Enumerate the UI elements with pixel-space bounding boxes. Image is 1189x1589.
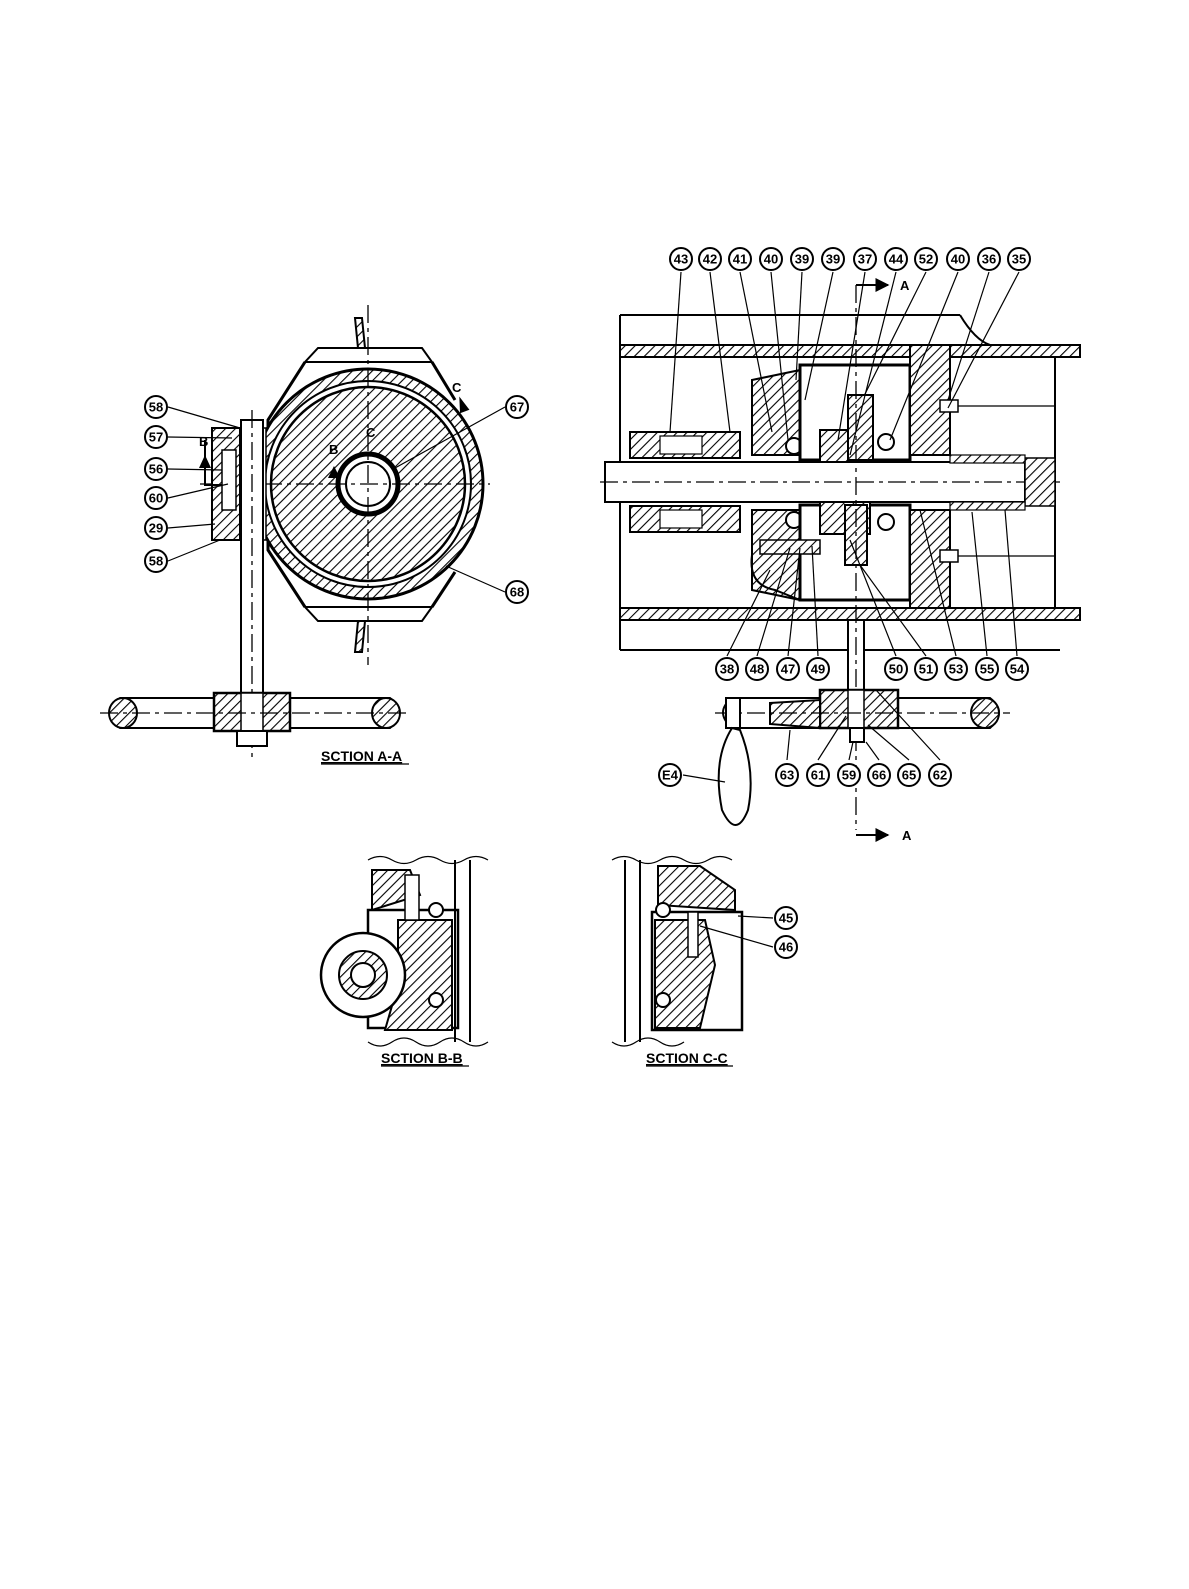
callout-62: 62 [929,764,951,786]
callout-53: 53 [945,658,967,680]
section-c-c-title: SCTION C-C [646,1050,728,1066]
callout-67: 67 [506,396,528,418]
svg-text:62: 62 [933,768,947,783]
marker-b-left: B [199,434,208,449]
callout-60: 60 [145,487,167,509]
svg-text:57: 57 [149,430,163,445]
callout-48: 48 [746,658,768,680]
callout-37: 37 [854,248,876,270]
callout-63: 63 [776,764,798,786]
svg-text:60: 60 [149,491,163,506]
callout-44: 44 [885,248,907,270]
svg-text:40: 40 [764,252,778,267]
svg-text:59: 59 [842,768,856,783]
section-b-b-view: SCTION B-B [321,857,488,1067]
callout-68: 68 [506,581,528,603]
svg-text:38: 38 [720,662,734,677]
svg-text:37: 37 [858,252,872,267]
svg-text:65: 65 [902,768,916,783]
marker-c-top: C [452,380,462,395]
callout-39-right: 39 [822,248,844,270]
svg-text:29: 29 [149,521,163,536]
callout-51: 51 [915,658,937,680]
svg-text:40: 40 [951,252,965,267]
callout-59: 59 [838,764,860,786]
callout-61: 61 [807,764,829,786]
svg-text:55: 55 [980,662,994,677]
callout-65: 65 [898,764,920,786]
main-assembly-view: A A [600,278,1080,843]
callout-47: 47 [777,658,799,680]
svg-text:51: 51 [919,662,933,677]
svg-text:47: 47 [781,662,795,677]
svg-text:45: 45 [779,911,793,926]
callout-42: 42 [699,248,721,270]
svg-text:46: 46 [779,940,793,955]
svg-text:41: 41 [733,252,747,267]
section-a-a-title: SCTION A-A [321,748,402,764]
callout-58-top: 58 [145,396,167,418]
callout-66: 66 [868,764,890,786]
marker-a-bottom: A [902,828,912,843]
svg-text:53: 53 [949,662,963,677]
callout-29: 29 [145,517,167,539]
svg-text:66: 66 [872,768,886,783]
svg-text:67: 67 [510,400,524,415]
svg-text:50: 50 [889,662,903,677]
callout-36: 36 [978,248,1000,270]
svg-text:44: 44 [889,252,904,267]
svg-text:54: 54 [1010,662,1025,677]
callout-50: 50 [885,658,907,680]
callout-38: 38 [716,658,738,680]
svg-text:49: 49 [811,662,825,677]
callout-35: 35 [1008,248,1030,270]
callout-46: 46 [775,936,797,958]
svg-text:36: 36 [982,252,996,267]
callout-58-bottom: 58 [145,550,167,572]
marker-b-center: B [329,442,338,457]
svg-text:39: 39 [795,252,809,267]
svg-text:63: 63 [780,768,794,783]
svg-text:58: 58 [149,554,163,569]
callout-40-right: 40 [947,248,969,270]
callout-41: 41 [729,248,751,270]
callout-54: 54 [1006,658,1028,680]
callout-43: 43 [670,248,692,270]
callout-40-left: 40 [760,248,782,270]
marker-c-center: C [366,425,376,440]
section-c-c-view: SCTION C-C [612,857,773,1067]
callout-45: 45 [775,907,797,929]
callout-57: 57 [145,426,167,448]
svg-text:48: 48 [750,662,764,677]
svg-text:43: 43 [674,252,688,267]
callout-56: 56 [145,458,167,480]
svg-text:68: 68 [510,585,524,600]
marker-a-top: A [900,278,910,293]
svg-text:E4: E4 [662,768,679,783]
callout-52: 52 [915,248,937,270]
svg-text:61: 61 [811,768,825,783]
svg-text:42: 42 [703,252,717,267]
svg-text:52: 52 [919,252,933,267]
callout-49: 49 [807,658,829,680]
svg-text:56: 56 [149,462,163,477]
section-b-b-title: SCTION B-B [381,1050,463,1066]
callout-55: 55 [976,658,998,680]
svg-text:35: 35 [1012,252,1026,267]
svg-text:39: 39 [826,252,840,267]
svg-text:58: 58 [149,400,163,415]
callout-39-left: 39 [791,248,813,270]
callout-64: E4 [659,764,681,786]
